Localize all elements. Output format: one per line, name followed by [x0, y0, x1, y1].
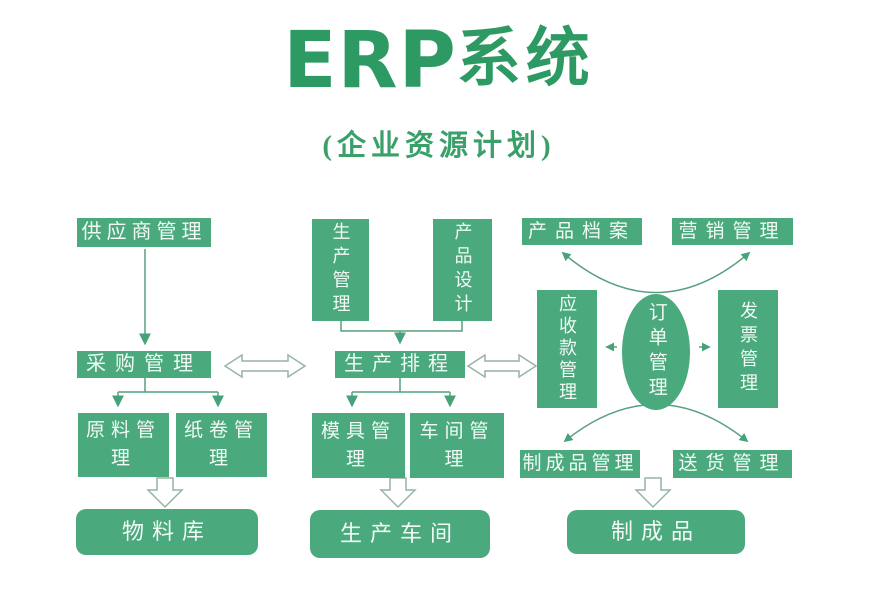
block-arrow-to-material-store: [146, 477, 184, 509]
node-material-store: 物料库: [76, 509, 258, 555]
node-mold-management: 模具管理: [312, 413, 405, 478]
node-product-archive: 产品档案: [522, 218, 642, 245]
node-marketing-management: 营销管理: [672, 218, 793, 245]
node-production-scheduling: 生产排程: [335, 351, 465, 378]
node-receivables-management: 应收款管理: [537, 290, 597, 408]
branch-design-merge: [340, 321, 463, 332]
node-delivery-management: 送货管理: [673, 450, 792, 478]
branch-scheduling: [352, 378, 450, 393]
node-production-workshop: 生产车间: [310, 510, 490, 558]
node-supplier-management: 供应商管理: [77, 218, 211, 247]
node-workshop-management: 车间管理: [410, 413, 504, 478]
page-title: ERP系统: [0, 22, 878, 100]
double-arrow-purchasing-scheduling: [223, 353, 307, 379]
page-subtitle: (企业资源计划): [322, 130, 556, 162]
node-raw-material-management: 原料管理: [78, 413, 169, 477]
node-finished-goods: 制成品: [567, 510, 745, 554]
block-arrow-to-finished-goods: [634, 477, 672, 509]
block-arrow-to-production-workshop: [379, 477, 417, 509]
node-order-management: 订单管理: [622, 294, 690, 410]
node-production-management: 生产管理: [312, 219, 369, 321]
node-paper-roll-management: 纸卷管理: [176, 413, 267, 477]
node-purchasing-management: 采购管理: [77, 351, 211, 378]
node-product-design: 产品设计: [433, 219, 492, 321]
node-invoice-management: 发票管理: [718, 290, 778, 408]
double-arrow-scheduling-receivables: [466, 353, 538, 379]
title-latin: ERP: [283, 16, 457, 106]
arc-order-to-archive-and-marketing: [561, 251, 751, 294]
node-finished-goods-management: 制成品管理: [520, 450, 640, 478]
branch-purchasing: [118, 378, 218, 393]
title-cjk: 系统: [456, 21, 595, 96]
